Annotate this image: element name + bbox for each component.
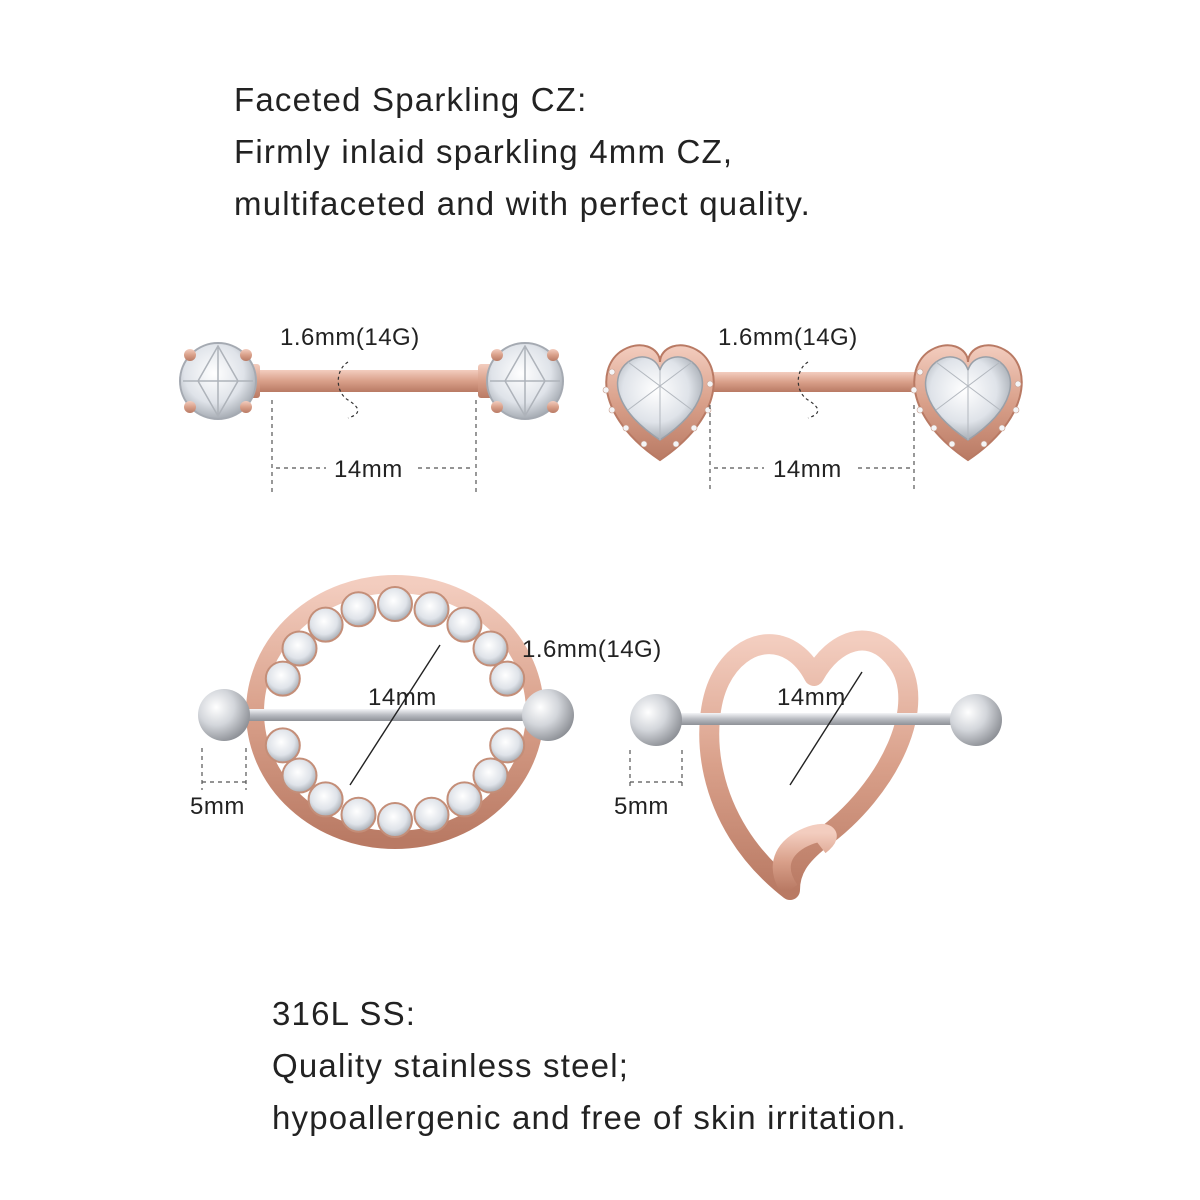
outro-text: 316L SS: Quality stainless steel; hypoal… <box>272 988 907 1144</box>
round-cz-barbell <box>179 342 564 492</box>
cz-stone <box>413 796 450 833</box>
cz-stone <box>446 606 483 643</box>
cz-stone <box>489 660 526 697</box>
cz-circle-shield <box>198 575 574 849</box>
length-label-1: 14mm <box>334 456 403 483</box>
heart-cz-barbell <box>602 344 1023 492</box>
heart-shield <box>629 630 1002 900</box>
cz-stone <box>307 606 344 643</box>
cz-stone <box>446 781 483 818</box>
cz-stone <box>307 781 344 818</box>
cz-stone <box>281 757 318 794</box>
intro-heading: Faceted Sparkling CZ: <box>234 81 588 118</box>
cz-stone <box>264 660 301 697</box>
gauge-label-3: 1.6mm(14G) <box>522 636 662 663</box>
intro-line-1: Firmly inlaid sparkling 4mm CZ, <box>234 133 734 170</box>
cz-stone <box>413 591 450 628</box>
outro-heading: 316L SS: <box>272 995 417 1032</box>
outro-line-1: Quality stainless steel; <box>272 1047 630 1084</box>
gauge-label-2: 1.6mm(14G) <box>718 324 858 351</box>
cz-stone <box>472 757 509 794</box>
outro-line-2: hypoallergenic and free of skin irritati… <box>272 1099 907 1136</box>
cz-stone <box>340 591 377 628</box>
cz-stone <box>489 727 526 764</box>
cz-stone <box>340 796 377 833</box>
cz-stone <box>281 630 318 667</box>
inner-diameter-label-3: 14mm <box>368 684 437 711</box>
intro-line-2: multifaceted and with perfect quality. <box>234 185 811 222</box>
cz-stone <box>472 630 509 667</box>
cz-stone <box>264 727 301 764</box>
gauge-label-1: 1.6mm(14G) <box>280 324 420 351</box>
cz-stone <box>377 802 413 838</box>
cz-stone <box>377 586 413 622</box>
intro-text: Faceted Sparkling CZ: Firmly inlaid spar… <box>234 74 811 230</box>
ball-size-label-4: 5mm <box>614 793 669 820</box>
length-label-2: 14mm <box>773 456 842 483</box>
ball-size-label-3: 5mm <box>190 793 245 820</box>
inner-diameter-label-4: 14mm <box>777 684 846 711</box>
